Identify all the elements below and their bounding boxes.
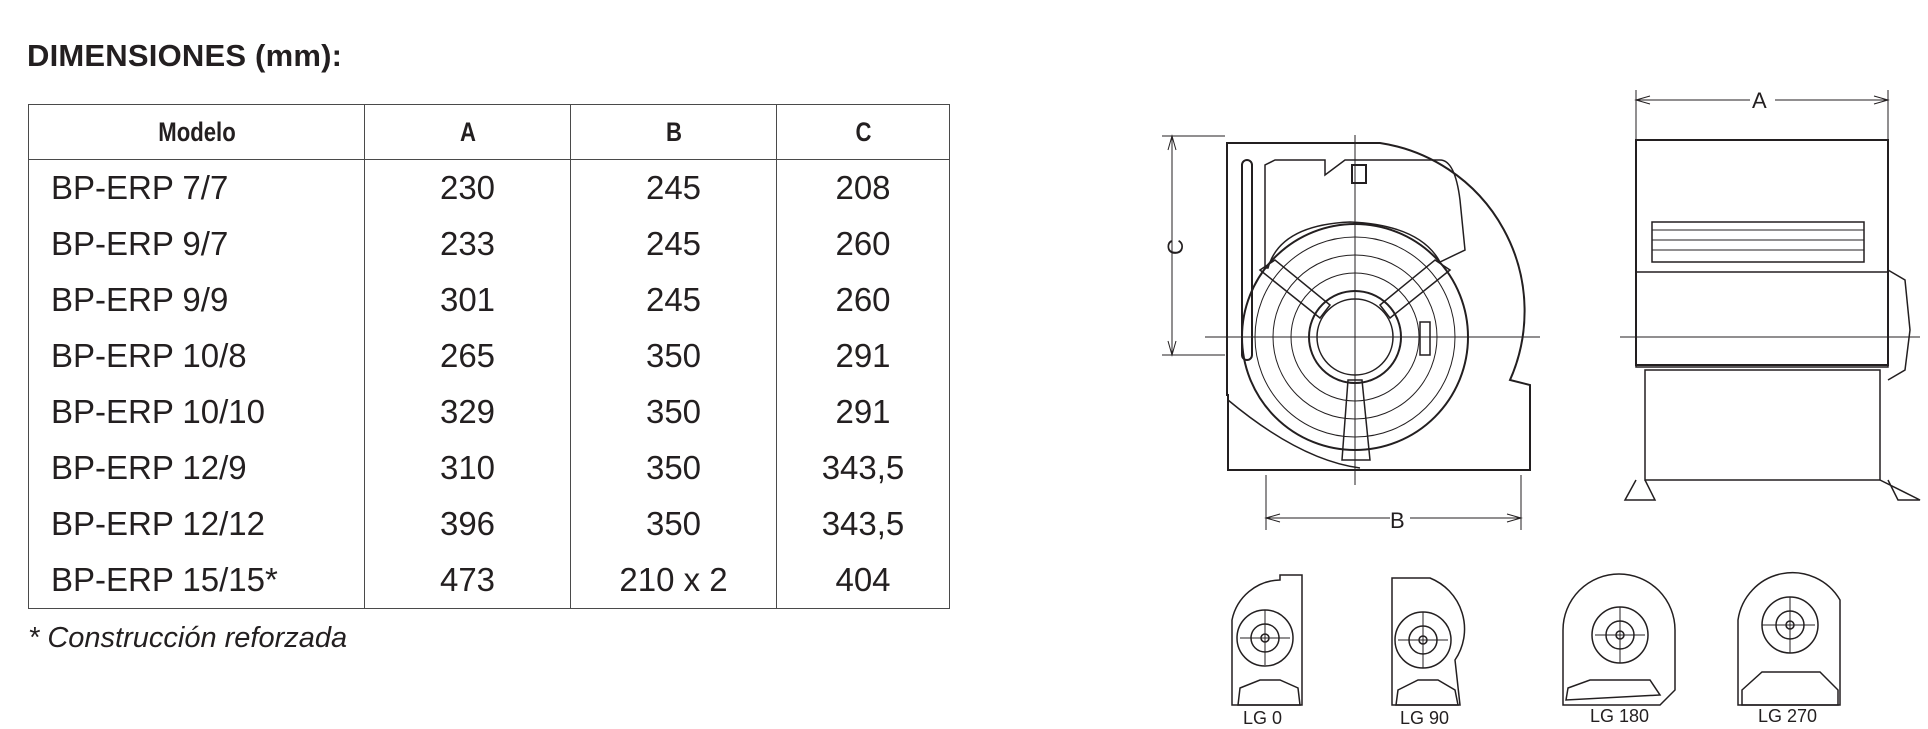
cell-a: 265 bbox=[364, 328, 571, 384]
cell-b: 245 bbox=[570, 272, 777, 328]
cell-c: 343,5 bbox=[776, 496, 950, 552]
orientation-label-lg0: LG 0 bbox=[1243, 708, 1282, 728]
cell-c: 404 bbox=[776, 552, 950, 609]
page-title: DIMENSIONES (mm): bbox=[27, 38, 343, 73]
orientation-lg90-icon bbox=[1391, 577, 1466, 706]
cell-c: 291 bbox=[776, 384, 950, 440]
cell-modelo: BP-ERP 10/8 bbox=[51, 337, 247, 374]
cell-b: 245 bbox=[570, 159, 777, 216]
orientation-lg0-icon bbox=[1231, 574, 1303, 706]
header-a: A bbox=[382, 104, 552, 160]
front-view-drawing bbox=[1162, 134, 1540, 530]
cell-modelo: BP-ERP 9/9 bbox=[51, 281, 229, 318]
cell-b: 350 bbox=[570, 496, 777, 552]
dimension-c-label: C bbox=[1163, 239, 1188, 255]
orientation-label-lg90: LG 90 bbox=[1400, 708, 1449, 728]
cell-b: 350 bbox=[570, 440, 777, 496]
orientation-label-lg270: LG 270 bbox=[1758, 706, 1817, 726]
orientation-lg180-icon bbox=[1562, 573, 1676, 706]
cell-a: 396 bbox=[364, 496, 571, 552]
cell-modelo: BP-ERP 12/12 bbox=[51, 505, 266, 542]
cell-c: 291 bbox=[776, 328, 950, 384]
cell-a: 301 bbox=[364, 272, 571, 328]
cell-modelo: BP-ERP 12/9 bbox=[51, 449, 247, 486]
cell-c: 343,5 bbox=[776, 440, 950, 496]
cell-b: 350 bbox=[570, 328, 777, 384]
table-header-row: Modelo A B C bbox=[29, 104, 950, 160]
cell-a: 233 bbox=[364, 216, 571, 272]
header-b: B bbox=[588, 104, 758, 160]
cell-a: 230 bbox=[364, 159, 571, 216]
header-modelo: Modelo bbox=[58, 104, 335, 160]
dimension-b-label: B bbox=[1390, 508, 1405, 533]
footnote: * Construcción reforzada bbox=[28, 622, 348, 654]
cell-b: 245 bbox=[570, 216, 777, 272]
cell-a: 310 bbox=[364, 440, 571, 496]
cell-c: 260 bbox=[776, 216, 950, 272]
cell-c: 208 bbox=[776, 159, 950, 216]
cell-b: 210 x 2 bbox=[570, 552, 777, 609]
orientation-label-lg180: LG 180 bbox=[1590, 706, 1649, 726]
dimension-a-label: A bbox=[1752, 88, 1767, 113]
cell-a: 473 bbox=[364, 552, 571, 609]
cell-c: 260 bbox=[776, 272, 950, 328]
orientation-lg270-icon bbox=[1737, 571, 1841, 706]
cell-modelo: BP-ERP 7/7 bbox=[51, 169, 229, 206]
header-c: C bbox=[791, 104, 934, 160]
cell-modelo: BP-ERP 10/10 bbox=[51, 393, 266, 430]
cell-modelo: BP-ERP 15/15* bbox=[51, 561, 278, 598]
cell-modelo: BP-ERP 9/7 bbox=[51, 225, 229, 262]
cell-a: 329 bbox=[364, 384, 571, 440]
cell-b: 350 bbox=[570, 384, 777, 440]
side-view-drawing bbox=[1620, 90, 1921, 501]
